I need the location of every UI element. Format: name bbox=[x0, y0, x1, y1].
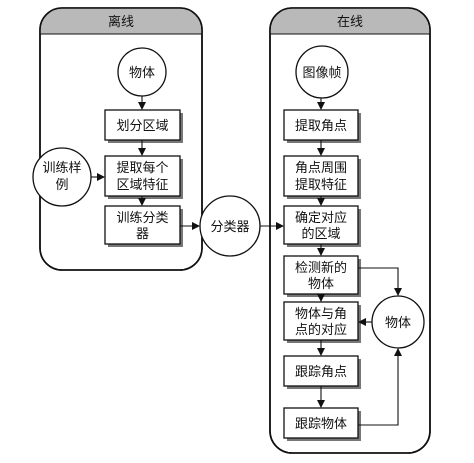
offline-panel-header bbox=[40, 8, 202, 34]
training-samples-line1: 训练样 bbox=[42, 161, 81, 176]
partition-region-label: 划分区域 bbox=[116, 119, 168, 134]
object-corner-correspondence-line2: 点的对应 bbox=[295, 322, 347, 338]
determine-region-box bbox=[283, 205, 359, 245]
online-panel-header bbox=[270, 8, 430, 34]
train-classifier-line1: 训练分类 bbox=[116, 211, 168, 226]
training-samples-line2: 例 bbox=[55, 178, 68, 193]
extract-corners-label: 提取角点 bbox=[295, 118, 347, 134]
corner-surround-features-line1: 角点周围 bbox=[295, 161, 347, 176]
edge-detect-to-object bbox=[358, 267, 402, 296]
detect-new-object-line1: 检测新的 bbox=[295, 260, 347, 276]
determine-region-line2: 的区域 bbox=[301, 226, 340, 242]
edge-track-objects-to-object bbox=[358, 348, 402, 426]
corner-surround-features-box bbox=[283, 155, 359, 197]
determine-region-line1: 确定对应 bbox=[295, 210, 347, 226]
online-panel-title: 在线 bbox=[337, 15, 363, 30]
image-frame-circle bbox=[295, 45, 349, 99]
offline-object-label: 物体 bbox=[129, 66, 155, 81]
object-corner-correspondence-line1: 物体与角 bbox=[295, 307, 347, 322]
classifier-label: 分类器 bbox=[210, 220, 249, 235]
image-frame-label: 图像帧 bbox=[302, 66, 341, 81]
detect-new-object-box bbox=[283, 255, 359, 295]
track-objects-box bbox=[283, 407, 359, 439]
online-object-label: 物体 bbox=[385, 316, 411, 331]
train-classifier-box bbox=[104, 205, 181, 245]
extract-region-features-line2: 区域特征 bbox=[116, 178, 168, 193]
corner-surround-features-line2: 提取特征 bbox=[295, 177, 347, 193]
extract-region-features-box bbox=[104, 155, 181, 197]
track-corners-label: 跟踪角点 bbox=[295, 365, 347, 380]
offline-panel-title: 离线 bbox=[108, 14, 134, 30]
extract-corners-box bbox=[283, 109, 359, 141]
extract-region-features-line1: 提取每个 bbox=[116, 160, 168, 176]
training-samples-circle bbox=[32, 147, 92, 207]
detect-new-object-line2: 物体 bbox=[308, 277, 334, 292]
track-objects-label: 跟踪物体 bbox=[295, 417, 347, 432]
train-classifier-line2: 器 bbox=[136, 227, 149, 242]
